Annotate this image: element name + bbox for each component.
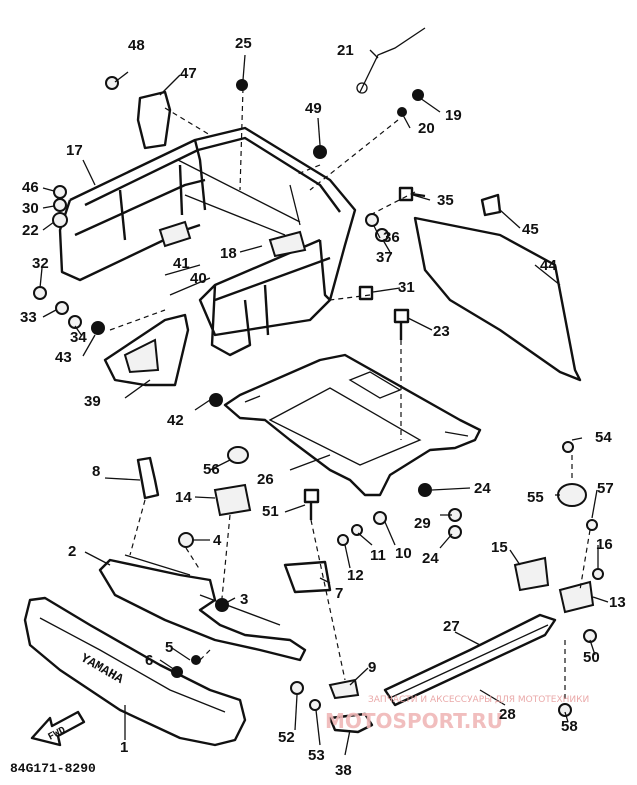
label-4: 4 — [213, 532, 222, 549]
label-30: 30 — [22, 200, 39, 217]
label-3: 3 — [240, 591, 248, 608]
label-5: 5 — [165, 639, 173, 656]
label-35: 35 — [437, 192, 454, 209]
label-33: 33 — [20, 309, 37, 326]
label-16: 16 — [596, 536, 613, 553]
label-9: 9 — [368, 659, 376, 676]
callout-labels: 48 47 25 49 21 19 20 17 46 30 22 32 33 3… — [20, 35, 626, 779]
label-43: 43 — [55, 349, 72, 366]
label-11: 11 — [370, 547, 386, 564]
label-51: 51 — [262, 503, 279, 520]
label-24a: 24 — [474, 480, 491, 497]
label-18: 18 — [220, 245, 237, 262]
bumper-bar — [98, 554, 307, 662]
label-27: 27 — [443, 618, 460, 635]
label-58: 58 — [561, 718, 578, 735]
side-panel — [413, 216, 582, 382]
label-25: 25 — [235, 35, 252, 52]
label-19: 19 — [445, 107, 462, 124]
label-57: 57 — [597, 480, 614, 497]
svg-text:FWD: FWD — [47, 725, 68, 743]
svg-text:MOTOSPORT.RU: MOTOSPORT.RU — [325, 709, 503, 733]
small-parts — [33, 27, 604, 734]
label-41: 41 — [173, 255, 190, 272]
label-13: 13 — [609, 594, 626, 611]
label-34: 34 — [70, 329, 87, 346]
label-8: 8 — [92, 463, 100, 480]
label-15: 15 — [491, 539, 508, 556]
label-23: 23 — [433, 323, 450, 340]
label-37: 37 — [376, 249, 393, 266]
label-6: 6 — [145, 652, 153, 669]
assembly-lines — [109, 87, 591, 700]
label-31: 31 — [398, 279, 415, 296]
label-49: 49 — [305, 100, 322, 117]
label-28: 28 — [499, 706, 516, 723]
yamaha-logo: YAMAHA — [78, 650, 126, 686]
label-48: 48 — [128, 37, 145, 54]
label-29: 29 — [414, 515, 431, 532]
label-2: 2 — [68, 543, 76, 560]
label-53: 53 — [308, 747, 325, 764]
basket-frame — [58, 126, 357, 357]
label-46: 46 — [22, 179, 39, 196]
label-12: 12 — [347, 567, 364, 584]
label-22: 22 — [22, 222, 39, 239]
label-44: 44 — [540, 257, 557, 274]
label-1: 1 — [120, 739, 128, 756]
label-36: 36 — [383, 229, 400, 246]
label-17: 17 — [66, 142, 83, 159]
label-55: 55 — [527, 489, 544, 506]
label-45: 45 — [522, 221, 539, 238]
label-56: 56 — [203, 461, 220, 478]
leader-lines — [39, 49, 609, 756]
label-42: 42 — [167, 412, 184, 429]
label-38: 38 — [335, 762, 352, 779]
label-32: 32 — [32, 255, 49, 272]
label-52: 52 — [278, 729, 295, 746]
watermark: ЗАПЧАСТИ И АКСЕССУАРЫ ДЛЯ МОТОТЕХНИКИ MO… — [325, 695, 589, 733]
label-21: 21 — [337, 42, 354, 59]
label-54: 54 — [595, 429, 612, 446]
rear-bumper-bar — [383, 613, 557, 707]
label-26: 26 — [257, 471, 274, 488]
label-20: 20 — [418, 120, 435, 137]
label-47: 47 — [180, 65, 197, 82]
label-24b: 24 — [422, 550, 439, 567]
label-7: 7 — [335, 585, 343, 602]
forward-arrow: FWD — [30, 710, 86, 747]
label-39: 39 — [84, 393, 101, 410]
svg-text:YAMAHA: YAMAHA — [78, 650, 126, 686]
label-50: 50 — [583, 649, 600, 666]
diagram-part-number: 84G171-8290 — [10, 761, 96, 776]
skid-plate — [223, 353, 482, 497]
label-40: 40 — [190, 270, 207, 287]
svg-text:ЗАПЧАСТИ И АКСЕССУАРЫ ДЛЯ МОТО: ЗАПЧАСТИ И АКСЕССУАРЫ ДЛЯ МОТОТЕХНИКИ — [368, 695, 589, 705]
label-14: 14 — [175, 489, 192, 506]
label-10: 10 — [395, 545, 412, 562]
